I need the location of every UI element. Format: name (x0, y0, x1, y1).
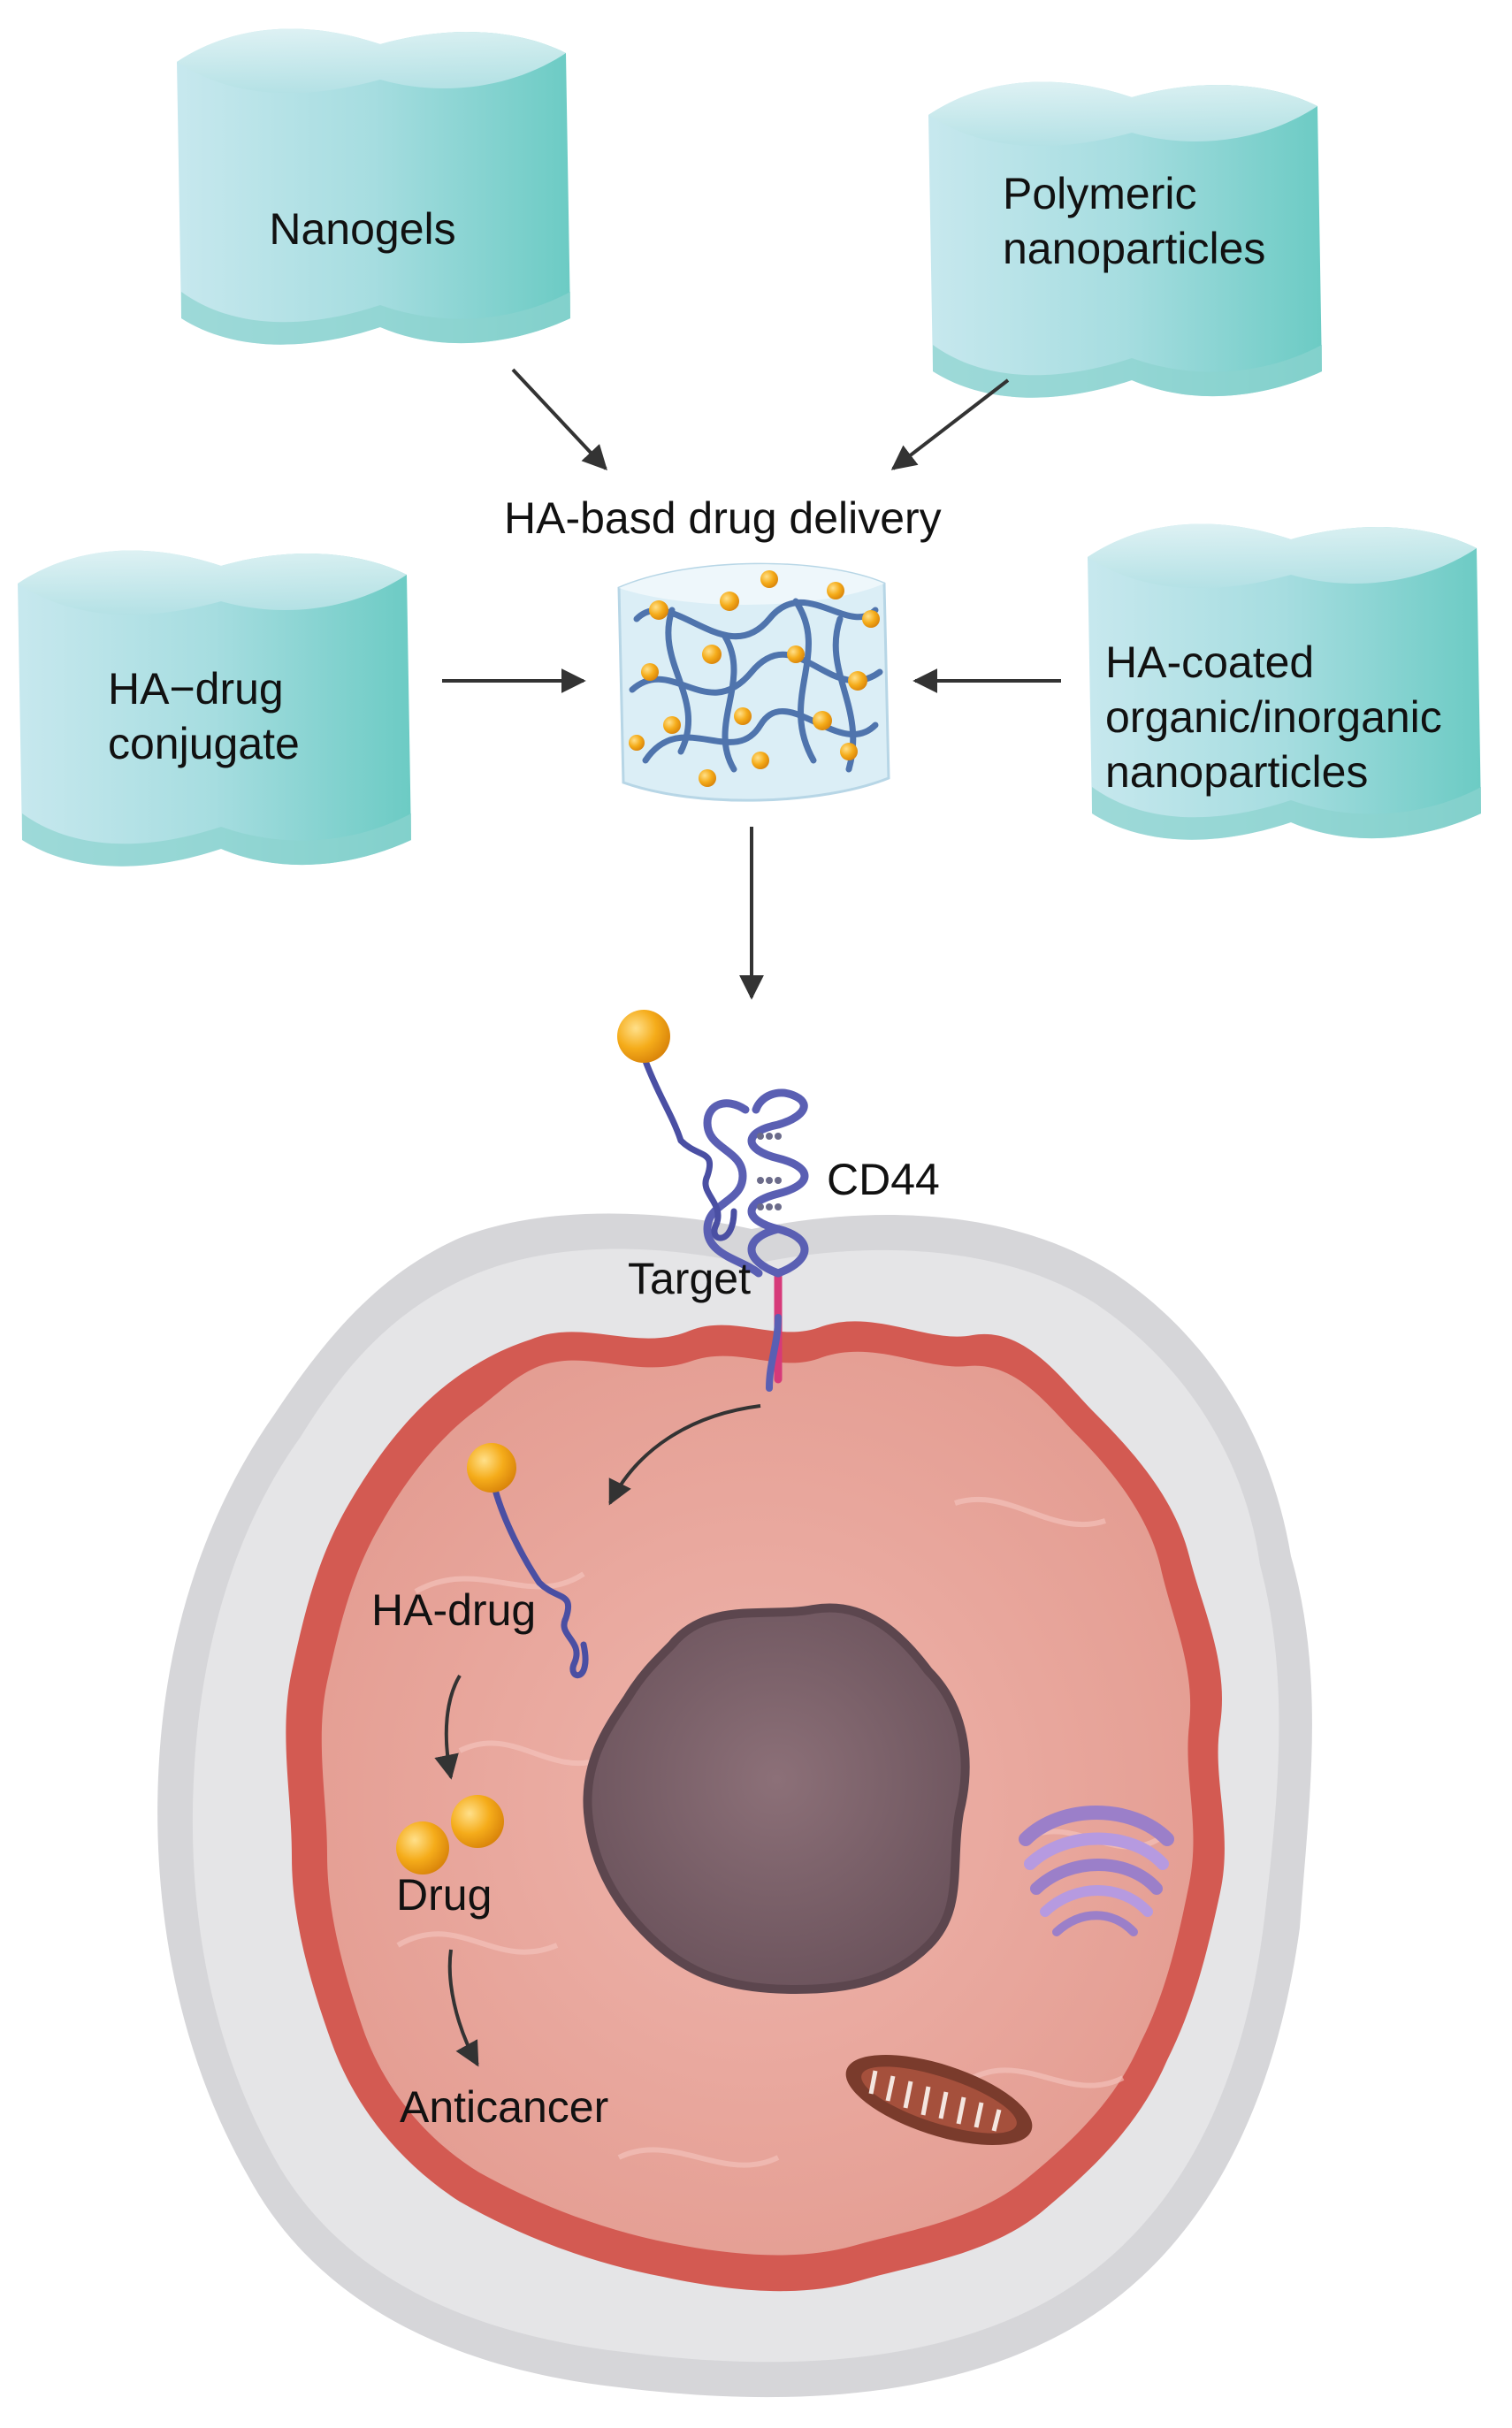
drug-particle-1 (396, 1821, 449, 1874)
anticancer-label: Anticancer (400, 2082, 609, 2132)
ha-coated-label-line-3: nanoparticles (1105, 747, 1369, 797)
ha-drug-label: HA-drug (371, 1585, 537, 1635)
ha-drug-inside (467, 1443, 589, 1679)
cd44-label: CD44 (827, 1155, 940, 1204)
polymeric-label: Polymeric nanoparticles (1003, 166, 1265, 276)
arrow-nanogels (511, 368, 607, 471)
polymeric-label-line-2: nanoparticles (1003, 224, 1266, 273)
arrow-drug-to-anticancer (447, 1949, 479, 2067)
golgi-apparatus (1019, 1806, 1174, 1936)
ha-coated-label-line-2: organic/inorganic (1105, 692, 1442, 742)
ha-nanocarrier-cube (617, 562, 890, 802)
ha-drug-conjugate-label-line-1: HA−drug (108, 664, 284, 714)
ha-coated-label: HA-coated organic/inorganic nanoparticle… (1105, 635, 1442, 799)
ha-drug-conjugate-label-line-2: conjugate (108, 719, 300, 768)
arrow-internalization (608, 1404, 761, 1506)
nanogels-label: Nanogels (234, 202, 491, 256)
center-label: HA-basd drug delivery (504, 493, 942, 543)
ha-coated-label-line-1: HA-coated (1105, 638, 1315, 687)
target-label: Target (628, 1254, 751, 1303)
arrow-ha-drug-to-drug (434, 1674, 462, 1780)
nanogels-label-line-1: Nanogels (269, 204, 456, 254)
polymeric-label-line-1: Polymeric (1003, 169, 1197, 218)
drug-label: Drug (396, 1870, 493, 1920)
cd44-receptor (703, 1088, 809, 1392)
arrow-polymeric (890, 378, 1010, 470)
drug-particle-2 (451, 1795, 504, 1848)
mitochondrion (845, 2054, 1033, 2146)
ha-drug-outside (617, 1010, 737, 1241)
ha-drug-conjugate-label: HA−drug conjugate (108, 661, 300, 771)
nanogels-cube (177, 28, 570, 345)
nucleus (583, 1603, 970, 1995)
